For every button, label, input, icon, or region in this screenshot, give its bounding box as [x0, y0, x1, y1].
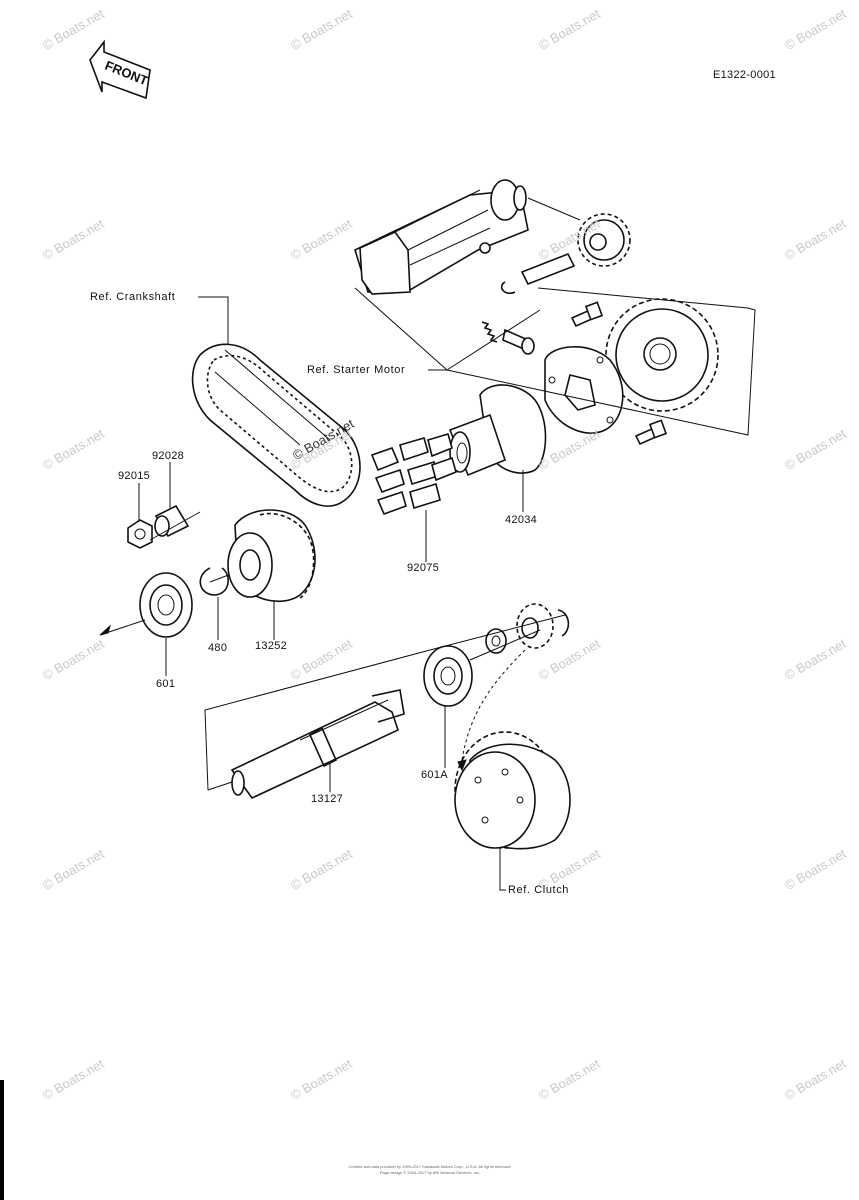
footer-copyright: Content and data provided by 1999-2017 K… [300, 1164, 560, 1175]
part-92015: 92015 [118, 470, 151, 482]
ref-clutch: Ref. Clutch [508, 884, 570, 896]
spring-pin [481, 321, 535, 355]
secondary-shaft [230, 689, 405, 800]
part-42034: 42034 [505, 514, 538, 526]
starter-rollers [370, 433, 457, 516]
part-92075: 92075 [407, 562, 440, 574]
footer-line-1: Content and data provided by 1999-2017 K… [348, 1164, 512, 1169]
part-13252: 13252 [255, 640, 288, 652]
part-601: 601 [156, 678, 176, 690]
starter-motor [354, 179, 529, 295]
document-code: E1322-0001 [713, 69, 776, 81]
shaft-pin [500, 252, 576, 295]
part-601a: 601A [421, 769, 448, 781]
ball-bearing [139, 572, 193, 638]
starter-clutch-gear [605, 298, 719, 412]
bushing [154, 504, 190, 538]
circlip [199, 567, 229, 596]
page-edge-bar [0, 1080, 4, 1200]
starter-clutch-plate [544, 346, 624, 434]
ref-starter-motor: Ref. Starter Motor [307, 364, 406, 376]
secondary-shaft-gear [227, 509, 316, 603]
ball-bearing-a [423, 645, 473, 707]
starter-chain [191, 343, 361, 507]
footer-line-2: Page design © 2004-2017 by ARI Network S… [379, 1169, 481, 1175]
leader-lines [138, 287, 756, 891]
idle-gear-small [577, 213, 631, 267]
front-arrow-icon: FRONT [89, 39, 151, 100]
clutch-housing-gear [454, 731, 571, 850]
ref-crankshaft: Ref. Crankshaft [90, 291, 176, 303]
bolt-lower [634, 419, 668, 446]
part-92028: 92028 [152, 450, 185, 462]
bolt-upper [570, 301, 604, 328]
part-13127: 13127 [311, 793, 344, 805]
starter-clutch-hub [448, 384, 547, 477]
part-480: 480 [208, 642, 228, 654]
nut [127, 519, 153, 549]
